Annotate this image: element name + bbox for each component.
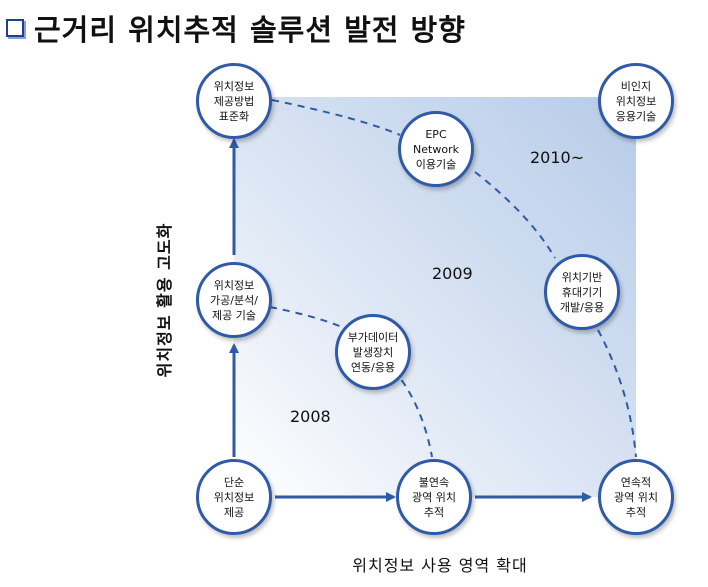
node-label: 위치기반 휴대기기 개발/응용: [559, 270, 605, 314]
node-label: 연속적 광역 위치 추적: [614, 475, 658, 519]
period-label-2010: 2010~: [530, 148, 585, 167]
dashed-curve-2009: [271, 99, 637, 458]
node-label: 비인지 위치정보 응용기술: [615, 79, 657, 123]
page-title: 근거리 위치추적 솔루션 발전 방향: [34, 13, 466, 47]
title-bullet-icon: [6, 19, 24, 37]
node-simple: 단순 위치정보 제공: [196, 459, 272, 535]
node-standardization: 위치정보 제공방법 표준화: [196, 63, 272, 139]
node-continuous: 연속적 광역 위치 추적: [598, 459, 674, 535]
node-label: EPC Network 이용기술: [413, 127, 459, 171]
dashed-curve-2008: [269, 306, 433, 458]
x-axis-label: 위치정보 사용 영역 확대: [352, 556, 528, 575]
node-label: 위치정보 가공/분석/ 제공 기술: [210, 278, 258, 322]
node-label: 부가데이터 발생장치 연동/응용: [347, 330, 399, 374]
node-epc: EPC Network 이용기술: [398, 111, 474, 187]
period-label-2009: 2009: [432, 264, 473, 283]
node-value-added: 부가데이터 발생장치 연동/응용: [335, 314, 411, 390]
node-non-visible: 비인지 위치정보 응용기술: [598, 63, 674, 139]
node-portable: 위치기반 휴대기기 개발/응용: [544, 254, 620, 330]
y-axis-label: 위치정보 활용 고도화: [155, 222, 174, 378]
node-discontinuous: 불연속 광역 위치 추적: [396, 459, 472, 535]
period-label-2008: 2008: [290, 407, 331, 426]
title-row: 근거리 위치추적 솔루션 발전 방향: [6, 6, 466, 50]
node-label: 단순 위치정보 제공: [213, 475, 255, 519]
node-processing: 위치정보 가공/분석/ 제공 기술: [196, 262, 272, 338]
node-label: 위치정보 제공방법 표준화: [213, 79, 255, 123]
node-label: 불연속 광역 위치 추적: [412, 475, 456, 519]
